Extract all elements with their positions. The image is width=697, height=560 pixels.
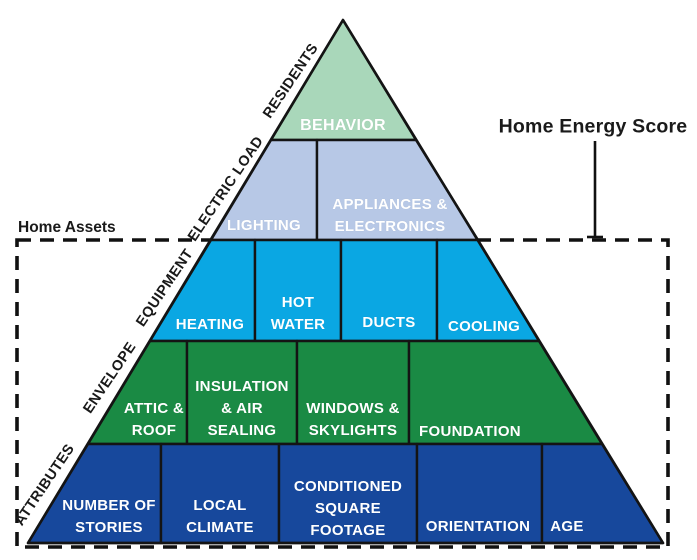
cell-label-hot-water: HOT WATER [270, 294, 326, 333]
cell-label-lighting: LIGHTING [226, 217, 302, 234]
cell-label-foundation: FOUNDATION [419, 423, 521, 440]
cell-label-local-climate: LOCAL CLIMATE [186, 497, 254, 536]
cell-label-ducts: DUCTS [362, 314, 416, 331]
cell-label-cooling: COOLING [447, 318, 521, 335]
cell-label-orientation: ORIENTATION [425, 518, 531, 535]
cell-label-attic-roof: ATTIC & ROOF [123, 400, 185, 439]
home-energy-score-title: Home Energy Score [498, 115, 688, 138]
cell-label-conditioned-sqft: CONDITIONED SQUARE FOOTAGE [293, 478, 403, 539]
cell-label-number-of-stories: NUMBER OF STORIES [62, 497, 156, 536]
cell-label-heating: HEATING [175, 316, 245, 333]
cell-label-appliances: APPLIANCES & ELECTRONICS [332, 196, 448, 235]
cell-label-behavior: BEHAVIOR [300, 117, 386, 134]
cell-label-insulation: INSULATION & AIR SEALING [195, 378, 289, 439]
home-assets-label: Home Assets [18, 219, 116, 236]
cell-label-age: AGE [550, 518, 584, 535]
pyramid-outline [26, 18, 665, 545]
cell-label-windows-skylights: WINDOWS & SKYLIGHTS [306, 400, 400, 439]
